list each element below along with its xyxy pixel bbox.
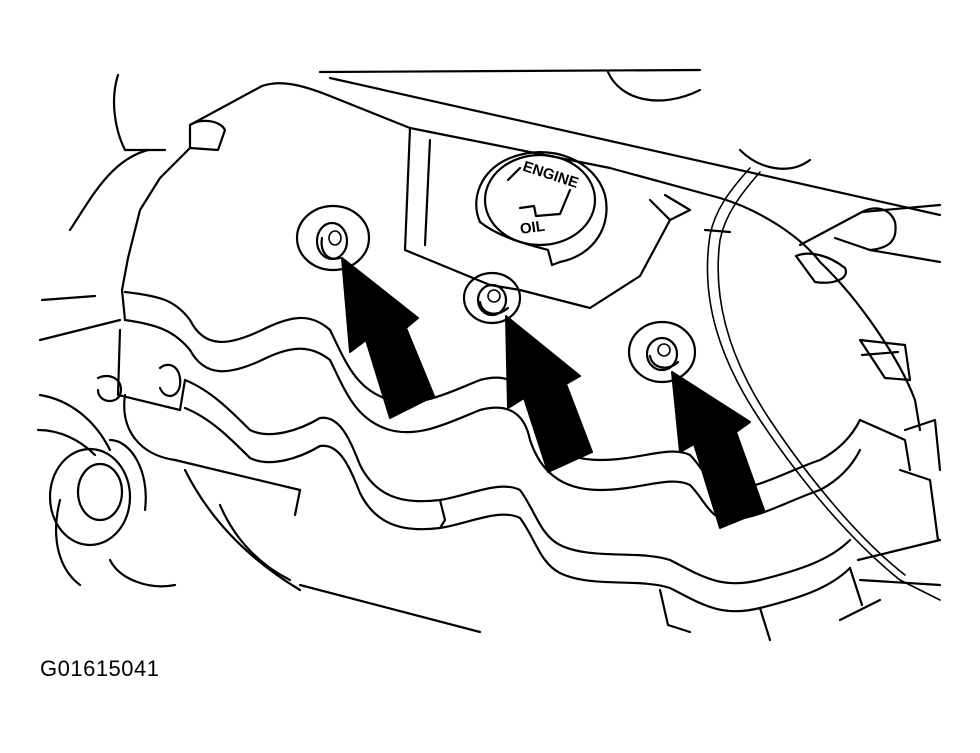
engine-cover: [116, 82, 922, 642]
cover-bolt-right: [627, 320, 697, 384]
oil-cap-label-oil: OIL: [519, 218, 546, 238]
oil-filler-cap: ENGINE OIL: [475, 151, 608, 267]
cover-bolt-left: [295, 204, 371, 272]
arrow-left-bolt: [341, 257, 435, 419]
background-engine-parts: [36, 68, 942, 634]
figure-id-label: G01615041: [40, 656, 160, 681]
arrow-center-bolt: [505, 315, 593, 473]
cover-bolt-center: [462, 271, 522, 325]
arrow-right-bolt: [671, 371, 765, 529]
